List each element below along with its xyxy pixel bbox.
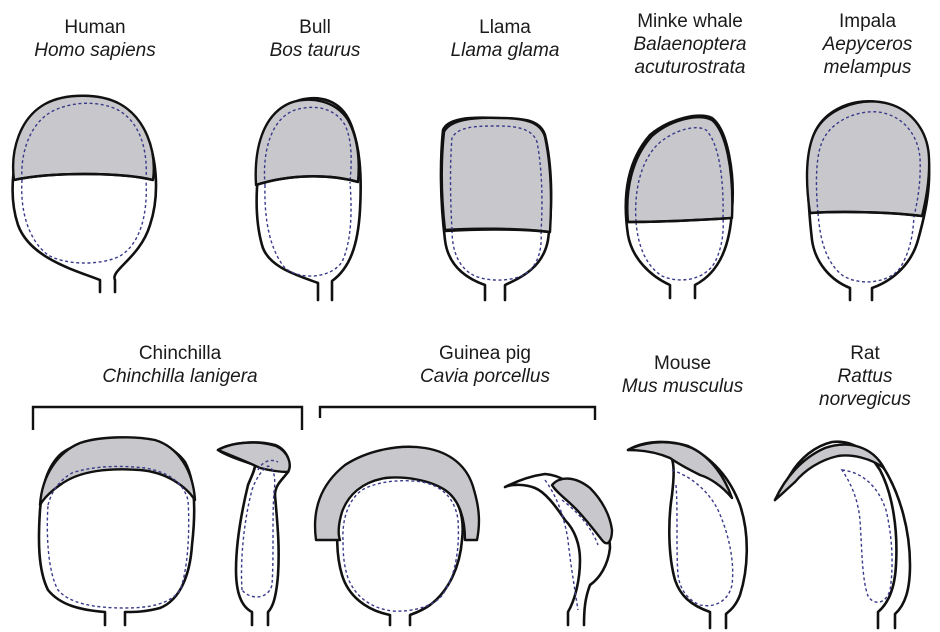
llama-sperm-head xyxy=(441,118,551,300)
minke-whale-sperm-head xyxy=(626,116,733,298)
guinea-pig-sperm-head-front xyxy=(315,447,479,625)
chinchilla-bracket xyxy=(33,407,302,430)
chinchilla-sperm-head-side xyxy=(218,443,290,625)
bull-sperm-head xyxy=(256,98,361,300)
impala-sperm-head xyxy=(807,101,929,300)
chinchilla-sperm-head-front xyxy=(39,437,195,625)
rat-sperm-head xyxy=(775,442,910,628)
guinea-pig-sperm-head-side xyxy=(505,474,612,625)
mouse-sperm-head xyxy=(628,442,747,628)
guinea-pig-bracket xyxy=(320,407,595,420)
human-sperm-head xyxy=(13,96,156,292)
